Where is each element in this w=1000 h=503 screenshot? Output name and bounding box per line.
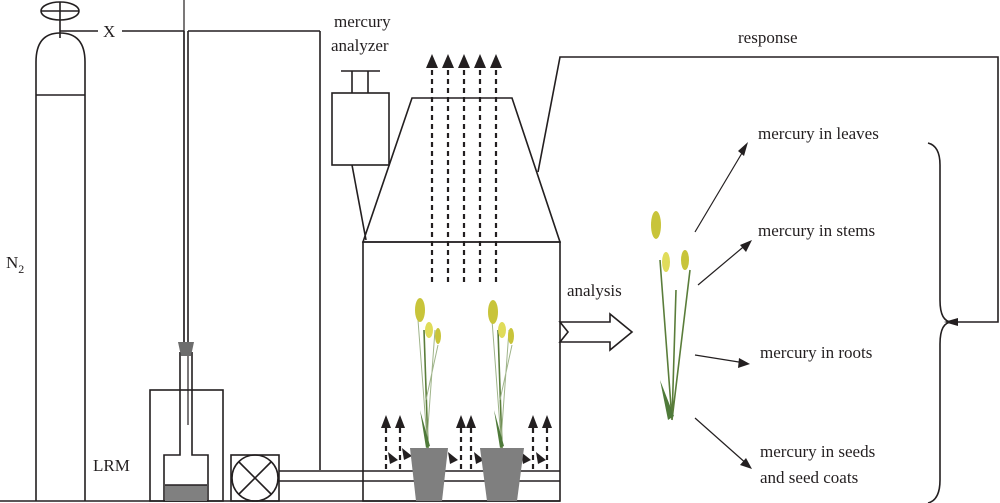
output-arrow (694, 142, 748, 233)
pump-icon (230, 454, 280, 502)
output-seeds-label-line2: and seed coats (760, 468, 858, 487)
analyzer-label-line2: analyzer (331, 36, 389, 55)
grouping-brace (927, 142, 953, 503)
analyzer-label-line1: mercury (334, 12, 391, 31)
analysis-arrow-icon (558, 312, 634, 352)
growth-chamber (361, 97, 562, 502)
response-label: response (738, 28, 797, 47)
output-seeds-label-line1: mercury in seeds (760, 442, 875, 461)
plant-icon (415, 298, 441, 449)
valve-label: X (103, 22, 115, 41)
airflow-arrow (474, 54, 486, 285)
analysis-label: analysis (567, 281, 622, 300)
airflow-arrow (458, 54, 470, 285)
output-leaves-label: mercury in leaves (758, 124, 879, 143)
airflow-arrows-bottom (381, 415, 552, 471)
airflow-arrow (442, 54, 454, 285)
output-arrow (694, 417, 752, 469)
plant-pot (410, 448, 448, 501)
analyzed-plant-icon (651, 211, 691, 421)
lrm-label: LRM (93, 456, 130, 475)
airflow-arrows-top (426, 54, 502, 285)
mercury-analyzer (331, 70, 390, 241)
plant-icon (488, 300, 514, 449)
gas-label: N2 (6, 253, 24, 276)
airflow-arrow (426, 54, 438, 285)
cylinder-valve-wheel-icon (40, 1, 80, 21)
stopper-icon (178, 342, 194, 356)
response-line (537, 56, 999, 323)
airflow-arrow (490, 54, 502, 285)
output-roots-label: mercury in roots (760, 343, 872, 362)
lrm-apparatus (149, 0, 224, 502)
plant-pot (480, 448, 524, 501)
output-stems-label: mercury in stems (758, 221, 875, 240)
output-arrow (697, 240, 752, 286)
nitrogen-cylinder (35, 20, 86, 501)
output-arrow (694, 354, 750, 368)
